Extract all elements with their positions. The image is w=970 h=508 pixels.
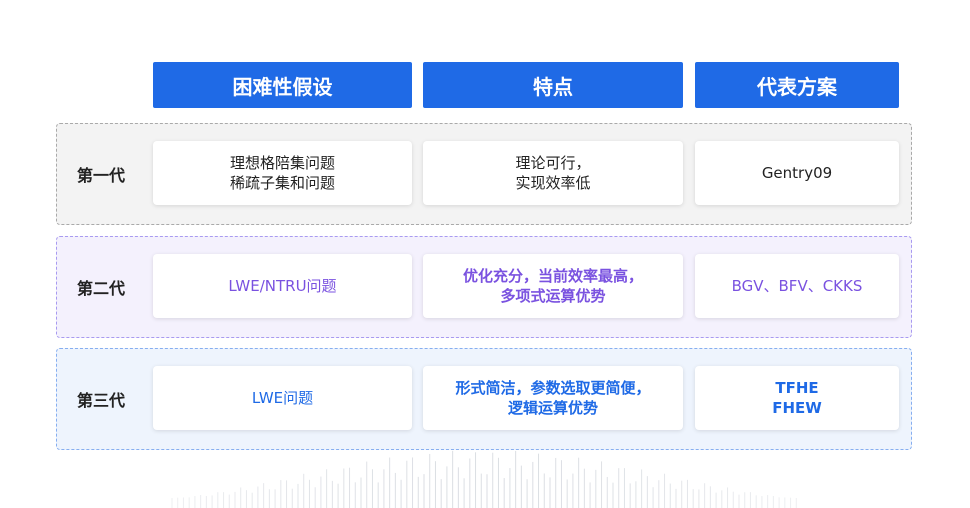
decorative-waveform <box>171 450 797 508</box>
cell-gen3-schemes: TFHE FHEW <box>695 366 899 430</box>
row-label-gen-1: 第一代 <box>77 166 126 185</box>
cell-gen2-schemes: BGV、BFV、CKKS <box>695 254 899 318</box>
row-label-gen-3: 第三代 <box>77 391 126 410</box>
cell-gen1-schemes: Gentry09 <box>695 141 899 205</box>
header-representative-schemes: 代表方案 <box>695 62 899 108</box>
cell-gen3-assumption: LWE问题 <box>153 366 412 430</box>
row-generation-2: 第二代 LWE/NTRU问题 优化充分，当前效率最高， 多项式运算优势 BGV、… <box>56 236 912 338</box>
row-label-gen-2: 第二代 <box>77 279 126 298</box>
header-hardness-assumption: 困难性假设 <box>153 62 412 108</box>
row-generation-3: 第三代 LWE问题 形式简洁，参数选取更简便， 逻辑运算优势 TFHE FHEW <box>56 348 912 450</box>
cell-gen2-features: 优化充分，当前效率最高， 多项式运算优势 <box>423 254 683 318</box>
cell-gen2-assumption: LWE/NTRU问题 <box>153 254 412 318</box>
row-generation-1: 第一代 理想格陪集问题 稀疏子集和问题 理论可行， 实现效率低 Gentry09 <box>56 123 912 225</box>
cell-gen1-assumption: 理想格陪集问题 稀疏子集和问题 <box>153 141 412 205</box>
cell-gen3-features: 形式简洁，参数选取更简便， 逻辑运算优势 <box>423 366 683 430</box>
cell-gen1-features: 理论可行， 实现效率低 <box>423 141 683 205</box>
header-features: 特点 <box>423 62 683 108</box>
